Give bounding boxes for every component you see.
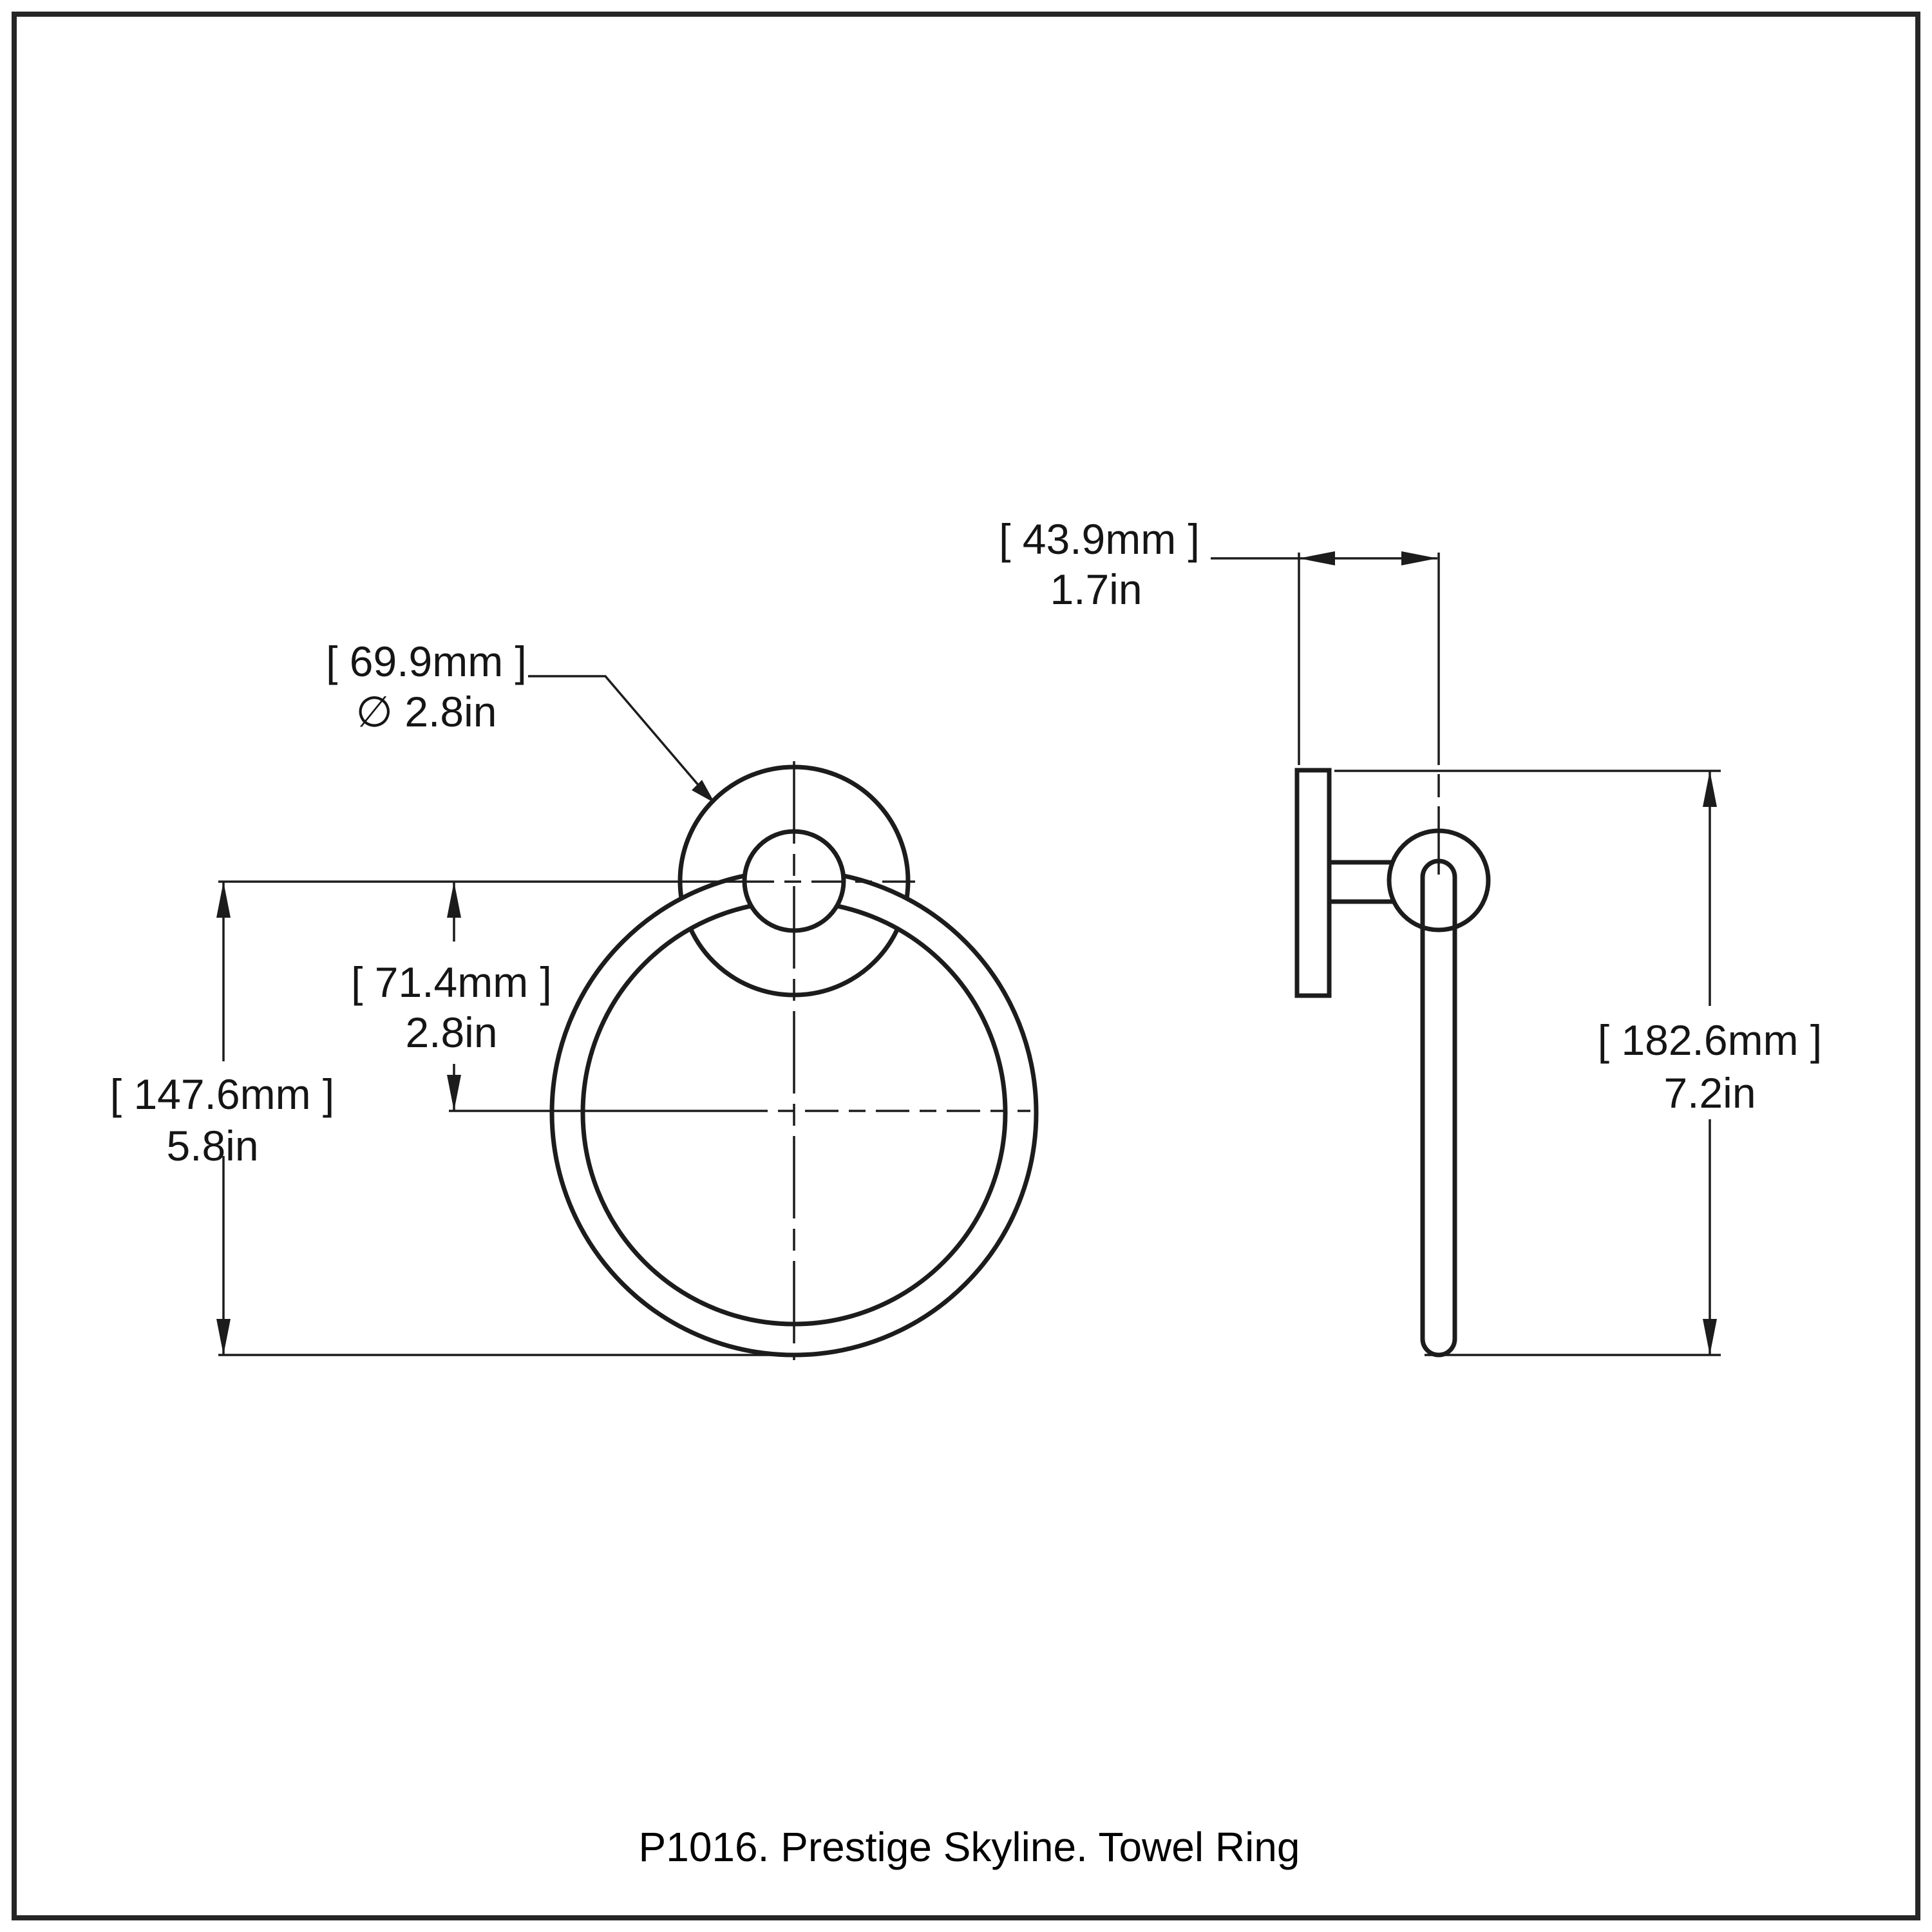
projection-left-arrowhead	[1299, 551, 1335, 565]
offset-in-label: 2.8in	[405, 1009, 497, 1056]
dimension-front-overall-height: [ 147.6mm ] 5.8in	[110, 882, 334, 1355]
front-height-mm-label: [ 147.6mm ]	[110, 1070, 334, 1118]
dimension-ring-center-offset: [ 71.4mm ] 2.8in	[351, 882, 552, 1111]
dimension-plate-diameter: [ 69.9mm ] ∅ 2.8in	[326, 638, 715, 803]
drawing-caption: P1016. Prestige Skyline. Towel Ring	[639, 1824, 1300, 1870]
projection-in-label: 1.7in	[1050, 565, 1142, 613]
dimension-wall-projection: [ 43.9mm ] 1.7in	[999, 515, 1437, 765]
front-height-bottom-arrowhead	[216, 1319, 231, 1355]
offset-mm-label: [ 71.4mm ]	[351, 958, 552, 1006]
offset-bottom-arrowhead	[447, 1075, 461, 1111]
projection-right-arrowhead	[1401, 551, 1437, 565]
plate-diameter-leader-line	[528, 675, 708, 797]
page-border	[12, 12, 1920, 1920]
side-backplate	[1294, 768, 1332, 998]
side-height-in-label: 7.2in	[1663, 1069, 1756, 1117]
side-ring-bar	[1420, 858, 1457, 1358]
side-view	[1294, 553, 1491, 1358]
front-height-in-label: 5.8in	[166, 1122, 258, 1170]
front-view	[218, 761, 1039, 1360]
projection-mm-label: [ 43.9mm ]	[999, 515, 1200, 563]
plate-diameter-leader-arrowhead	[692, 780, 715, 803]
plate-diameter-in-label: ∅ 2.8in	[356, 688, 497, 735]
side-height-mm-label: [ 182.6mm ]	[1598, 1016, 1822, 1064]
side-height-bottom-arrowhead	[1703, 1319, 1717, 1355]
dimension-side-overall-height: [ 182.6mm ] 7.2in	[1334, 770, 1822, 1356]
offset-top-arrowhead	[447, 882, 461, 918]
side-height-top-arrowhead	[1703, 771, 1717, 807]
plate-diameter-mm-label: [ 69.9mm ]	[326, 638, 527, 685]
front-height-top-arrowhead	[216, 882, 231, 918]
